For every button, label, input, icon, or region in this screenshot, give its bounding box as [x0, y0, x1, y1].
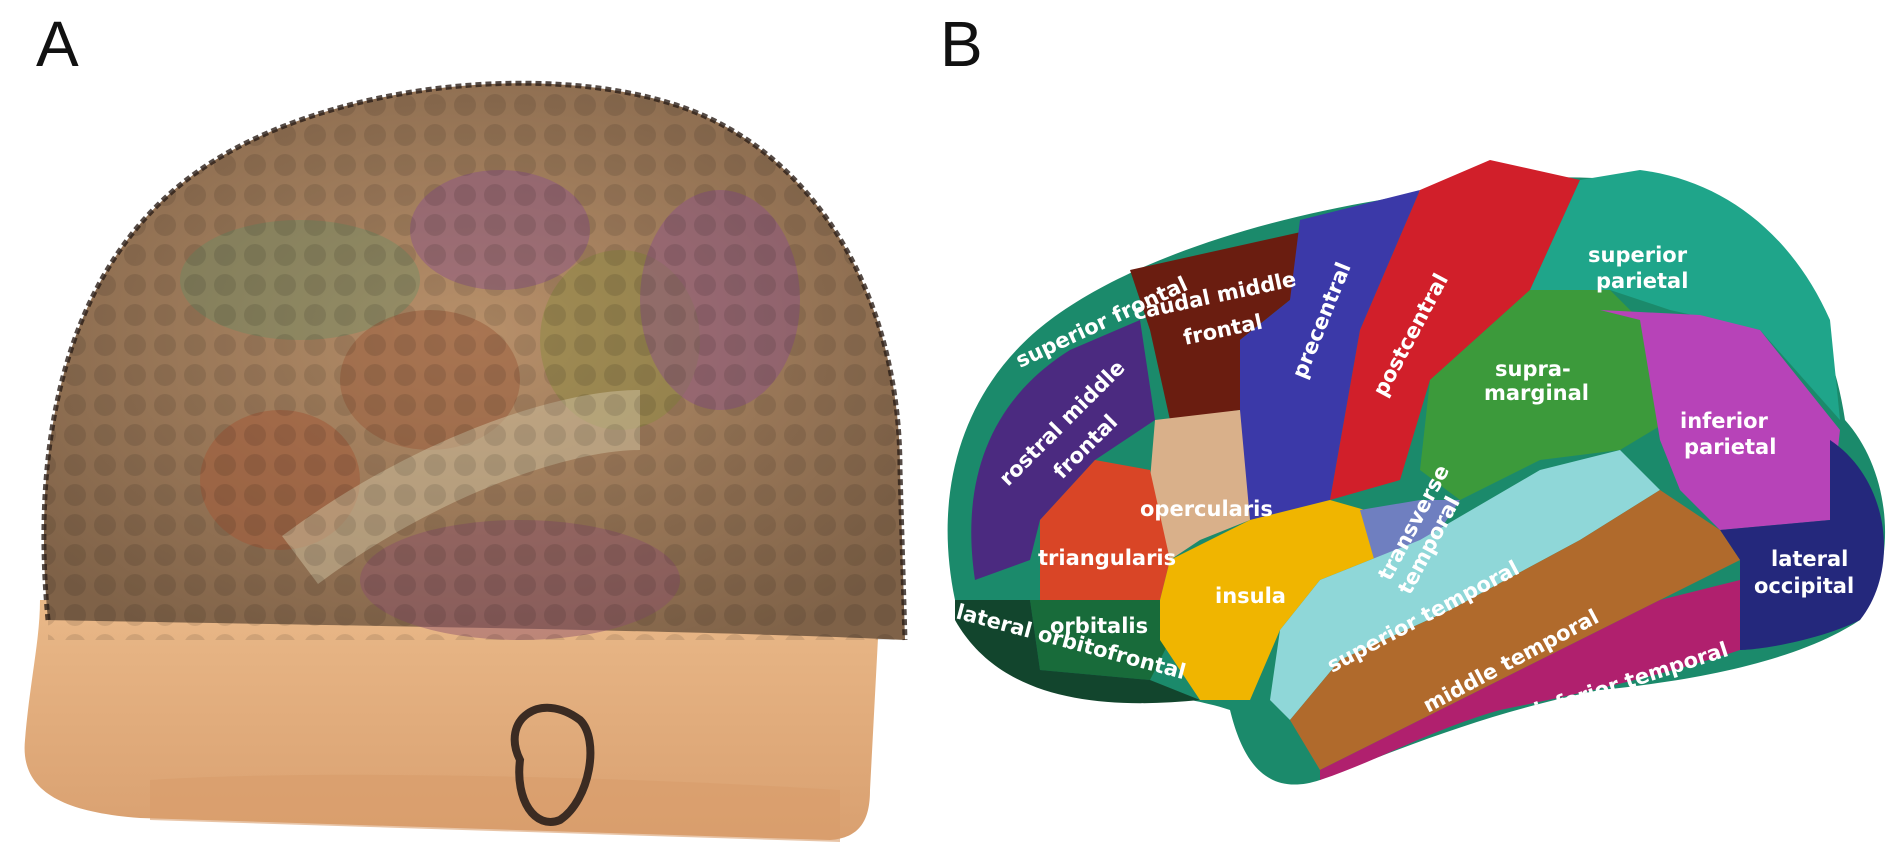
- region-triangularis: [1040, 460, 1170, 600]
- region-inferior-parietal: [1600, 310, 1840, 530]
- label-triangularis: triangularis: [1038, 546, 1176, 570]
- brain-inside: [43, 83, 905, 640]
- region-insula: [1160, 500, 1420, 700]
- label-inferior-parietal-1: inferior: [1680, 409, 1769, 433]
- region-caudal-middle-frontal: [1130, 230, 1310, 420]
- region-orbitalis: [1030, 600, 1170, 680]
- panel-label-a: A: [36, 8, 79, 80]
- region-rostral-middle-frontal: [971, 320, 1155, 580]
- region-superior-parietal: [1530, 170, 1840, 420]
- panel-label-b: B: [940, 8, 983, 80]
- region-middle-temporal: [1290, 490, 1740, 770]
- ear: [510, 703, 595, 826]
- label-lateral-occipital-1: lateral: [1771, 547, 1848, 571]
- region-superior-temporal: [1270, 450, 1660, 720]
- region-lateral-orbitofrontal: [955, 600, 1200, 704]
- label-supramarginal-1: supra-: [1495, 357, 1571, 381]
- label-supramarginal-2: marginal: [1484, 381, 1589, 405]
- region-supramarginal: [1420, 290, 1670, 500]
- region-opercularis: [1150, 410, 1250, 560]
- label-opercularis: opercularis: [1140, 497, 1273, 521]
- region-inferior-temporal: [1320, 580, 1740, 780]
- region-lateral-occipital: [1720, 440, 1884, 650]
- region-postcentral: [1330, 160, 1580, 500]
- label-superior-parietal-2: parietal: [1596, 269, 1688, 293]
- label-superior-parietal-1: superior: [1588, 243, 1688, 267]
- label-insula: insula: [1215, 584, 1286, 608]
- label-inferior-parietal-2: parietal: [1684, 435, 1776, 459]
- head-model: [24, 80, 908, 842]
- brain-parcellation: [947, 160, 1886, 785]
- label-orbitalis: orbitalis: [1050, 614, 1148, 638]
- region-precentral: [1240, 190, 1420, 520]
- neck-base: [150, 774, 840, 842]
- label-lateral-occipital-2: occipital: [1754, 574, 1854, 598]
